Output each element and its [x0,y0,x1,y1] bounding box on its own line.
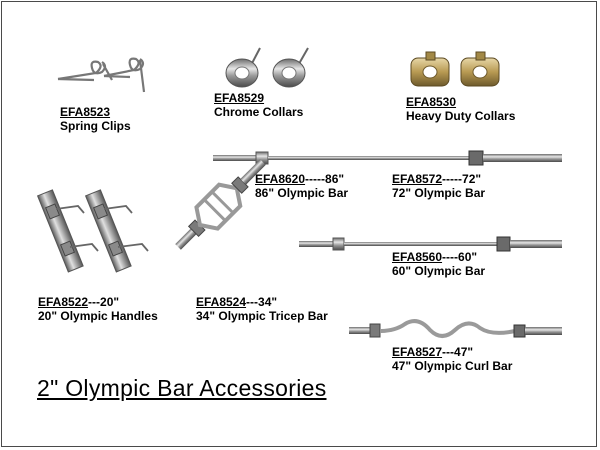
product-code[interactable]: EFA8527 [392,345,443,359]
product-label-curl-bar: EFA8527---47" 47" Olympic Curl Bar [392,345,512,373]
olympic-handles-image [36,189,149,273]
bar-60-image [299,236,562,252]
product-label-spring-clips: EFA8523 Spring Clips [60,105,131,133]
product-code[interactable]: EFA8524 [196,295,247,309]
product-spec: ----60" [442,250,478,264]
product-label-chrome-collars: EFA8529 Chrome Collars [214,91,303,119]
spring-clips-image [57,57,146,93]
product-name: Chrome Collars [214,105,304,119]
chrome-collars-image [225,47,309,88]
product-code[interactable]: EFA8560 [392,250,443,264]
product-name: 72" Olympic Bar [392,186,486,200]
product-code[interactable]: EFA8572 [392,172,443,186]
product-code[interactable]: EFA8529 [214,91,265,105]
page-title: 2" Olympic Bar Accessories [37,375,327,401]
product-label-bar-72: EFA8572-----72" 72" Olympic Bar [392,172,485,200]
bar-86-image [213,150,562,166]
heavy-duty-collars-image [410,51,500,87]
curl-bar-image [349,319,562,338]
tricep-bar-image [175,159,266,250]
product-label-heavy-duty-collars: EFA8530 Heavy Duty Collars [406,95,515,123]
product-name: 86" Olympic Bar [255,186,349,200]
product-code[interactable]: EFA8530 [406,95,457,109]
product-spec: -----72" [442,172,482,186]
product-spec: -----86" [305,172,345,186]
product-code[interactable]: EFA8620 [255,172,306,186]
product-name: 60" Olympic Bar [392,264,486,278]
product-spec: ---34" [246,295,278,309]
product-label-bar-86: EFA8620-----86" 86" Olympic Bar [255,172,348,200]
product-label-tricep-bar: EFA8524---34" 34" Olympic Tricep Bar [196,295,328,323]
product-name: 47" Olympic Curl Bar [392,359,513,373]
product-name: 34" Olympic Tricep Bar [196,309,328,323]
product-name: 20" Olympic Handles [38,309,158,323]
product-spec: ---47" [442,345,474,359]
product-code[interactable]: EFA8523 [60,105,111,119]
product-code[interactable]: EFA8522 [38,295,89,309]
product-label-bar-60: EFA8560----60" 60" Olympic Bar [392,250,485,278]
product-name: Spring Clips [60,119,131,133]
product-spec: ---20" [88,295,120,309]
product-label-handles: EFA8522---20" 20" Olympic Handles [38,295,158,323]
product-name: Heavy Duty Collars [406,109,516,123]
